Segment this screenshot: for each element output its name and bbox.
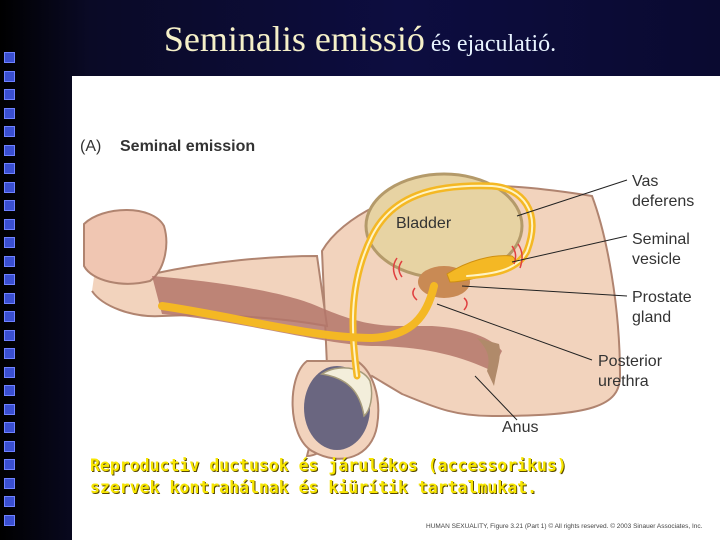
epididymis [319,367,373,418]
decorative-square [4,477,15,489]
decorative-square [4,440,15,452]
decorative-square [4,200,15,211]
decorative-square [4,218,15,230]
decorative-square [4,126,15,137]
contraction-marks [392,243,523,311]
decorative-square [4,459,15,470]
slide-title-main: Seminalis emissió [163,19,425,59]
slide-caption: Reproductiv ductusok és járulékos (acces… [90,456,567,497]
decorative-square [4,292,15,304]
glans [83,209,168,285]
decorative-square [4,496,15,507]
panel-label: (A) [80,138,101,155]
figure-credit: HUMAN SEXUALITY, Figure 3.21 (Part 1) © … [426,523,703,530]
decorative-square [4,329,15,341]
decorative-square [4,181,15,193]
decorative-square [4,385,15,396]
decorative-square [4,144,15,156]
decorative-square [4,255,15,267]
label-anus: Anus [502,419,538,436]
leader-lines [436,179,628,421]
decorative-square [4,274,15,285]
decorative-square [4,70,15,82]
decorative-square [4,348,15,359]
decorative-square [4,107,15,119]
corpus-spongiosum [152,276,502,371]
decorative-square [4,403,15,415]
vas-deferens-outline [351,184,533,377]
decorative-square [4,311,15,322]
urethra [158,282,438,343]
anus [477,338,500,386]
panel-title: Seminal emission [120,138,255,155]
decorative-square [4,366,15,378]
decorative-square [4,514,15,526]
decorative-square [4,52,15,63]
decorative-square [4,422,15,433]
slide-title: Seminalis emissió és ejaculatió. [0,18,720,60]
decorative-square [4,163,15,174]
decorative-square-strip [0,0,22,540]
decorative-square [4,237,15,248]
slide-title-rest: és ejaculatió. [424,31,557,57]
decorative-square [4,89,15,100]
label-bladder: Bladder [396,215,452,232]
